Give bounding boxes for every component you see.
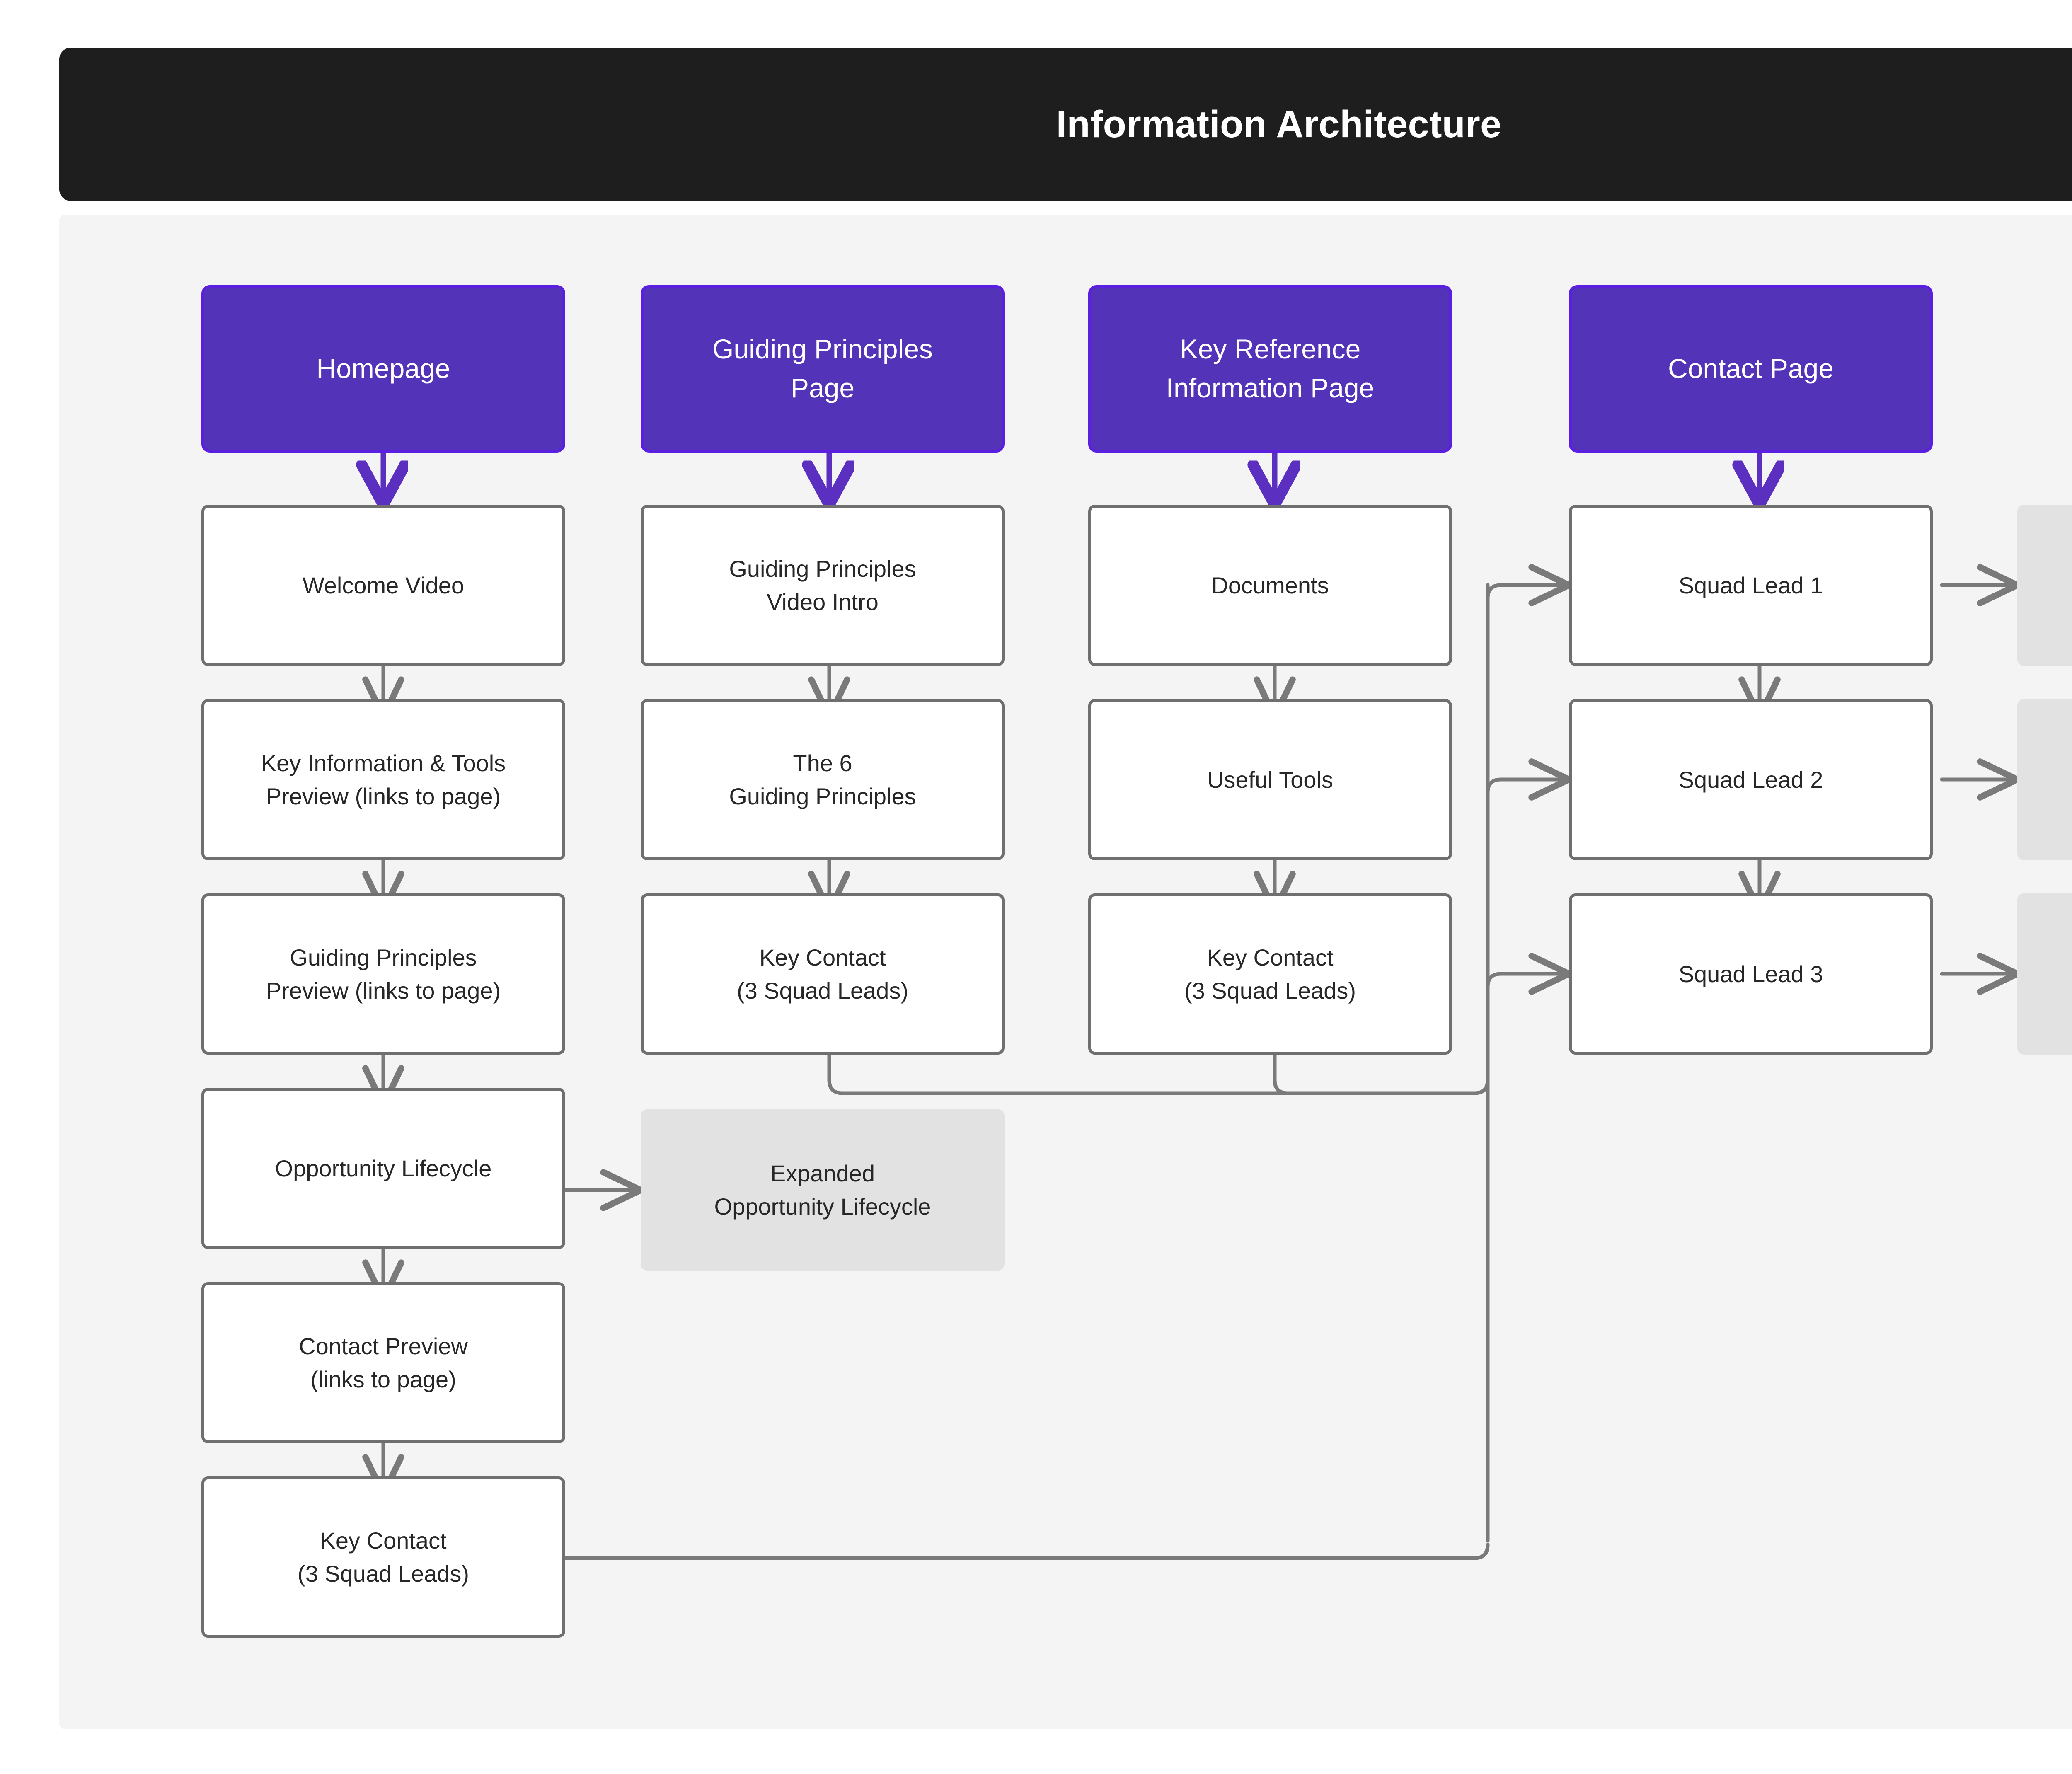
node-label: Key Reference Information Page — [1166, 334, 1375, 403]
page-title: Information Architecture — [1056, 103, 1502, 145]
node-key-information-tools-preview[interactable]: Key Information & Tools Preview (links t… — [201, 699, 565, 860]
node-label: Contact Preview (links to page) — [299, 1333, 468, 1392]
node-squad-team-2[interactable]: Squad Team 2 — [2017, 699, 2072, 860]
node-welcome-video[interactable]: Welcome Video — [201, 505, 565, 666]
node-label: Squad Lead 2 — [1678, 766, 1823, 793]
node-guiding-principles-preview[interactable]: Guiding Principles Preview (links to pag… — [201, 893, 565, 1055]
node-label: Welcome Video — [302, 572, 465, 598]
node-label: Guiding Principles Preview (links to pag… — [266, 944, 501, 1004]
node-label: Key Information & Tools Preview (links t… — [261, 750, 506, 809]
node-label: Expanded Opportunity Lifecycle — [714, 1160, 931, 1220]
node-contact-page[interactable]: Contact Page — [1569, 285, 1933, 453]
page-header-bar: Information Architecture — [59, 48, 2072, 201]
node-label: Guiding Principles Page — [712, 334, 933, 403]
node-key-contact-homepage[interactable]: Key Contact (3 Squad Leads) — [201, 1476, 565, 1638]
node-squad-team-3[interactable]: Squad Team 3 — [2017, 893, 2072, 1055]
node-label: Homepage — [316, 353, 450, 384]
node-useful-tools[interactable]: Useful Tools — [1088, 699, 1452, 860]
node-guiding-principles-page[interactable]: Guiding Principles Page — [641, 285, 1005, 453]
node-key-contact-key-reference[interactable]: Key Contact (3 Squad Leads) — [1088, 893, 1452, 1055]
node-squad-lead-1[interactable]: Squad Lead 1 — [1569, 505, 1933, 666]
node-label: Key Contact (3 Squad Leads) — [1184, 944, 1356, 1004]
node-contact-preview[interactable]: Contact Preview (links to page) — [201, 1282, 565, 1443]
node-key-reference-information-page[interactable]: Key Reference Information Page — [1088, 285, 1452, 453]
node-opportunity-lifecycle[interactable]: Opportunity Lifecycle — [201, 1088, 565, 1249]
node-label: Opportunity Lifecycle — [275, 1155, 492, 1181]
node-documents[interactable]: Documents — [1088, 505, 1452, 666]
node-squad-team-1[interactable]: Squad Team 1 — [2017, 505, 2072, 666]
node-label: Squad Lead 1 — [1678, 572, 1823, 598]
node-guiding-principles-video-intro[interactable]: Guiding Principles Video Intro — [641, 505, 1005, 666]
node-label: Guiding Principles Video Intro — [729, 555, 916, 615]
node-squad-lead-3[interactable]: Squad Lead 3 — [1569, 893, 1933, 1055]
node-label: Useful Tools — [1207, 766, 1333, 793]
node-the-6-guiding-principles[interactable]: The 6 Guiding Principles — [641, 699, 1005, 860]
node-homepage[interactable]: Homepage — [201, 285, 565, 453]
node-label: Squad Lead 3 — [1678, 961, 1823, 987]
node-squad-lead-2[interactable]: Squad Lead 2 — [1569, 699, 1933, 860]
node-label: Documents — [1211, 572, 1329, 598]
node-label: Key Contact (3 Squad Leads) — [297, 1527, 470, 1587]
node-expanded-opportunity-lifecycle[interactable]: Expanded Opportunity Lifecycle — [641, 1109, 1005, 1271]
node-key-contact-guiding-principles[interactable]: Key Contact (3 Squad Leads) — [641, 893, 1005, 1055]
node-label: Contact Page — [1668, 353, 1834, 384]
node-label: The 6 Guiding Principles — [729, 750, 916, 809]
node-label: Key Contact (3 Squad Leads) — [736, 944, 909, 1004]
